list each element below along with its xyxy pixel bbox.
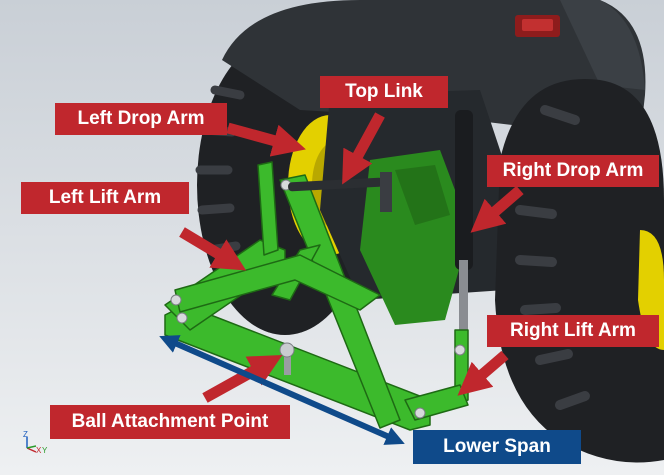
label-lower-span: Lower Span	[413, 430, 581, 464]
label-top-link: Top Link	[320, 76, 448, 108]
axis-x-label: X	[36, 446, 42, 455]
label-ball-attachment-point: Ball Attachment Point	[50, 405, 290, 439]
arrow-top-link	[342, 112, 385, 185]
arrow-right-lift-arm	[457, 350, 509, 396]
axis-z-label: Z	[23, 430, 28, 439]
label-left-drop-arm: Left Drop Arm	[55, 103, 227, 135]
arrow-left-drop-arm	[226, 122, 306, 157]
arrow-lower-span	[159, 335, 405, 445]
arrow-left-lift-arm	[179, 227, 247, 271]
label-right-drop-arm: Right Drop Arm	[487, 155, 659, 187]
axis-y-label: Y	[42, 446, 48, 455]
label-left-lift-arm: Left Lift Arm	[21, 182, 189, 214]
label-right-lift-arm: Right Lift Arm	[487, 315, 659, 347]
axis-gizmo: Z X Y	[23, 430, 48, 455]
arrow-right-drop-arm	[470, 185, 524, 233]
